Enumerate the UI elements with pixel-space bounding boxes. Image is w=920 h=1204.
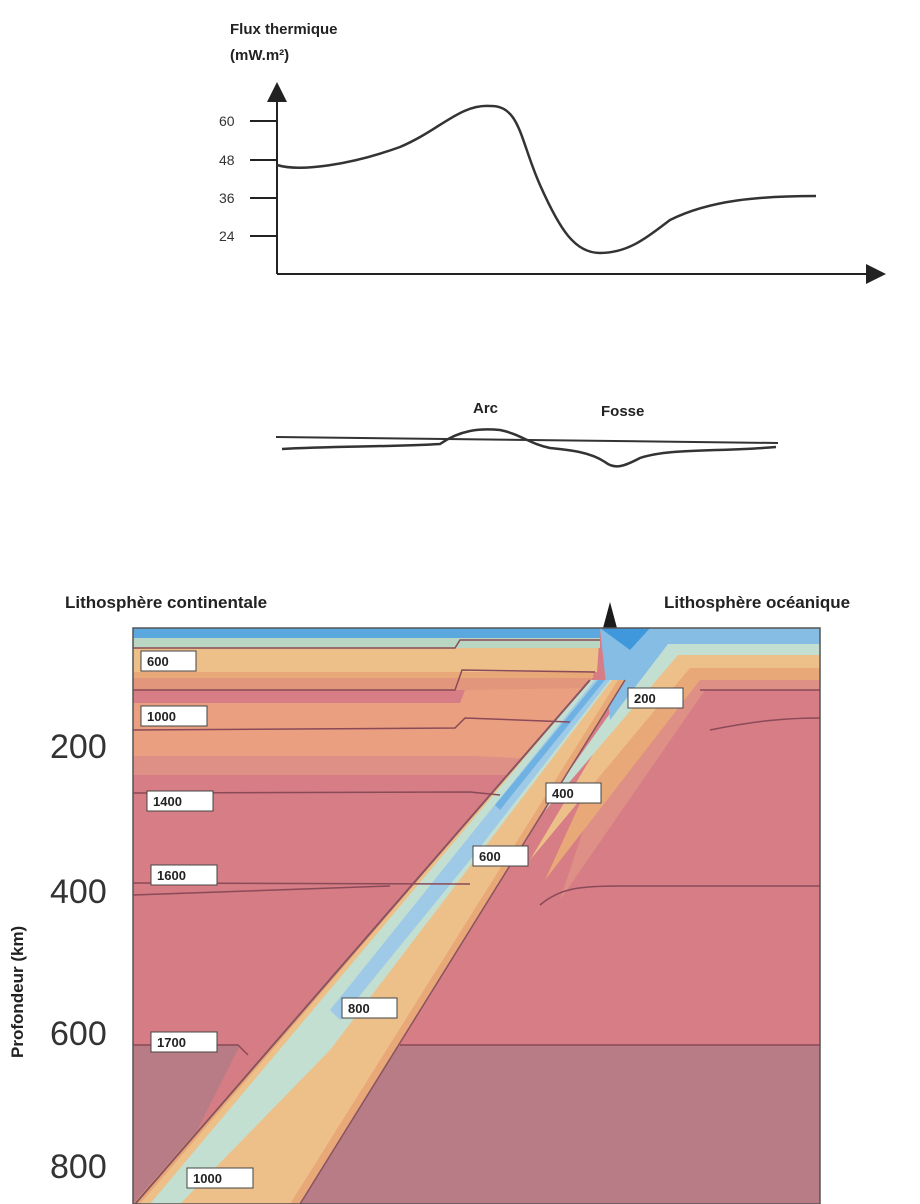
heat-flow-curve	[276, 104, 817, 255]
slab-bottom-boundary	[299, 679, 626, 1204]
isotherm-label-1000-slab: 1000	[193, 1171, 222, 1186]
heat-flow-graph: Flux thermique (mW.m²) 60 48 36 24	[219, 21, 886, 284]
layer-1600	[133, 888, 400, 1204]
isotherm-label-1400-mantle: 1400	[153, 794, 182, 809]
tick-label-48: 48	[219, 152, 235, 168]
layer-1700-right	[275, 1045, 820, 1204]
isotherm-label-600-mantle: 600	[147, 654, 169, 669]
layer-1000-continental	[133, 688, 590, 760]
depth-tick-400: 400	[50, 873, 107, 911]
heat-flow-title: Flux thermique	[230, 21, 338, 38]
subducting-slab	[133, 679, 626, 1204]
heat-flow-unit: (mW.m²)	[230, 47, 289, 64]
topography-curve	[281, 428, 777, 468]
isotherm-label-400-slab: 400	[552, 786, 574, 801]
continental-layers	[133, 628, 600, 775]
isotherm-label-1600-mantle: 1600	[157, 868, 186, 883]
tick-label-60: 60	[219, 113, 235, 129]
isotherm-label-1700-mantle: 1700	[157, 1035, 186, 1050]
trench-label: Fosse	[601, 403, 644, 420]
arc-label: Arc	[473, 400, 498, 417]
isotherm-lines	[132, 639, 821, 1056]
oceanic-lithosphere-label: Lithosphère océanique	[664, 593, 850, 612]
isotherm-label-800-slab: 800	[348, 1001, 370, 1016]
isotherm-label-1000-mantle: 1000	[147, 709, 176, 724]
tick-label-24: 24	[219, 228, 235, 244]
depth-axis-label: Profondeur (km)	[8, 926, 27, 1058]
section-frame	[132, 627, 821, 1204]
isotherm-label-200-slab: 200	[634, 691, 656, 706]
tick-label-36: 36	[219, 190, 235, 206]
depth-tick-600: 600	[50, 1015, 107, 1053]
topography-profile: Arc Fosse	[275, 400, 779, 468]
layer-1700-left	[133, 1045, 240, 1204]
continental-lithosphere-label: Lithosphère continentale	[65, 593, 267, 612]
depth-tick-800: 800	[50, 1148, 107, 1186]
slab-isotherm-labels: 200 400 600 800 1000	[186, 687, 684, 1189]
slab-top-boundary	[134, 679, 591, 1204]
volcano-icon	[603, 602, 617, 628]
isotherm-label-600-slab: 600	[479, 849, 501, 864]
cross-section: Lithosphère continentale Lithosphère océ…	[8, 593, 850, 1204]
depth-tick-200: 200	[50, 728, 107, 766]
mantle-isotherm-labels: 600 1000 1400 1600 1700	[140, 650, 218, 1053]
